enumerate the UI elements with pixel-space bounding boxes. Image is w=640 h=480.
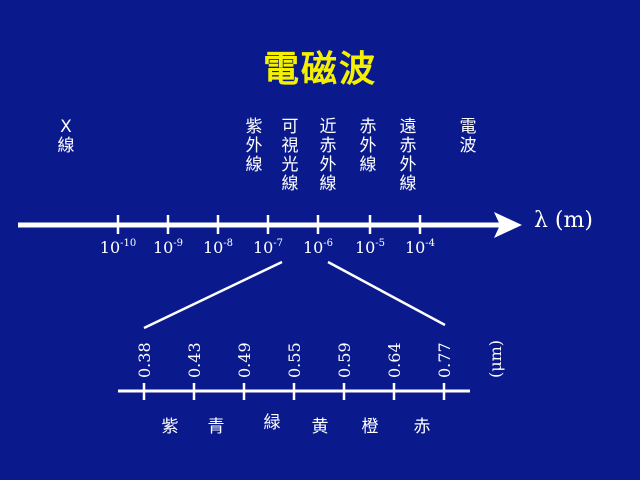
band-label-3: 近赤外線 [319,117,337,194]
band-label-6: 電波 [459,117,477,156]
axis-arrow-icon [494,212,522,238]
color-label-1: 青 [207,417,225,437]
color-label-5: 赤 [413,417,431,437]
color-label-3: 黄 [311,417,329,437]
axis-unit-label: λ (m) [534,208,593,233]
color-label-4: 橙 [361,417,379,437]
color-label-2: 緑 [263,413,281,433]
zoom-line-left [143,260,283,330]
tick-label-0: 10-10 [99,238,137,257]
band-label-2: 可視光線 [281,117,299,194]
tick-label-4: 10-6 [302,238,334,257]
micrometer-unit-label: (μm) [486,339,505,378]
band-label-4: 赤外線 [359,117,377,175]
tick-label-6: 10-4 [404,238,436,257]
wavelength-label-2: 0.49 [235,342,254,378]
wavelength-label-6: 0.77 [435,342,454,378]
tick-label-2: 10-8 [202,238,234,257]
wavelength-label-5: 0.64 [385,342,404,378]
wavelength-label-0: 0.38 [135,342,154,378]
color-label-0: 紫 [161,417,179,437]
tick-label-1: 10-9 [152,238,184,257]
page-title: 電磁波 [262,49,377,90]
zoom-line-right [327,260,446,327]
band-label-1: 紫外線 [245,117,263,175]
band-label-5: 遠赤外線 [399,117,417,194]
wavelength-label-4: 0.59 [335,342,354,378]
wavelength-label-1: 0.43 [185,342,204,378]
tick-label-5: 10-5 [354,238,386,257]
tick-label-3: 10-7 [252,238,284,257]
wavelength-label-3: 0.55 [285,342,304,378]
